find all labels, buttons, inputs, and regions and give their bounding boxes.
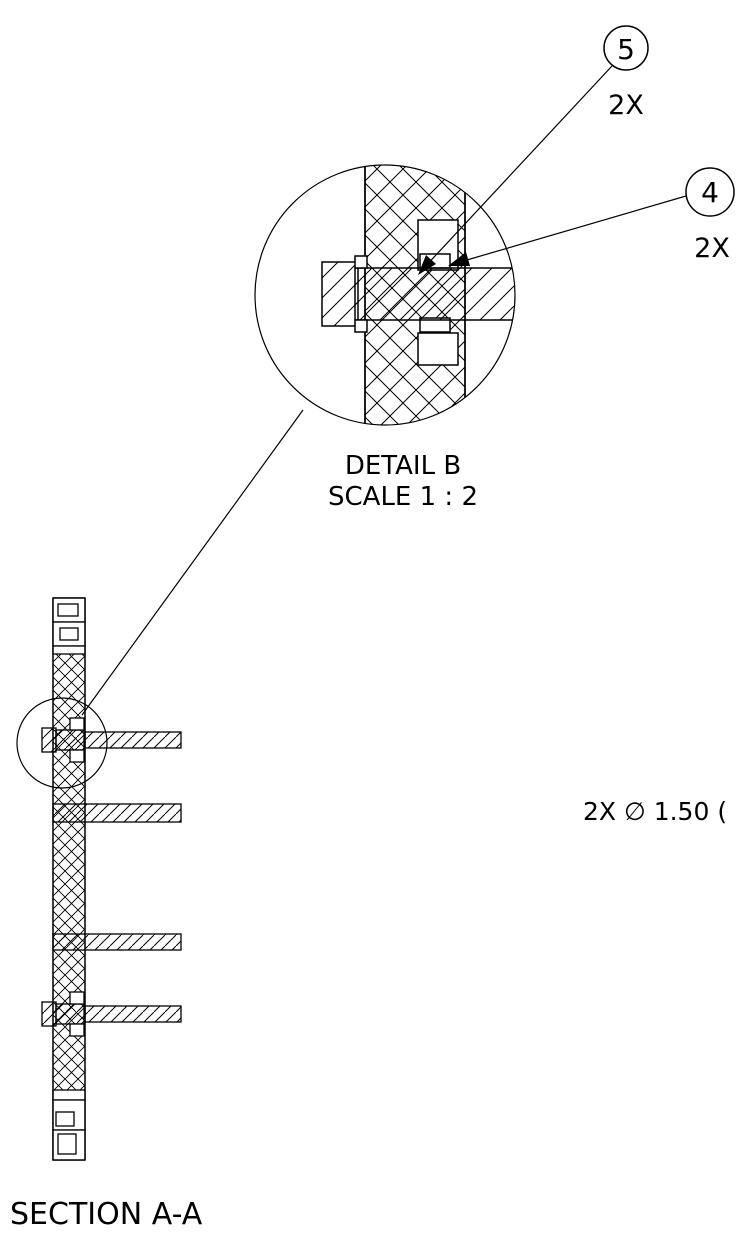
svg-text:4: 4 xyxy=(701,176,719,209)
svg-text:5: 5 xyxy=(617,33,635,66)
svg-text:2X: 2X xyxy=(608,90,644,121)
detail-title: DETAIL B xyxy=(345,451,461,481)
hole-dimension-note: 2X ∅ 1.50 ( xyxy=(583,797,727,826)
svg-text:2X: 2X xyxy=(694,233,730,264)
leader-4 xyxy=(448,195,687,266)
detail-scale: SCALE 1 : 2 xyxy=(328,482,478,512)
balloon-5: 5 2X xyxy=(603,25,649,121)
balloon-4: 4 2X xyxy=(685,167,735,264)
leader-5 xyxy=(418,65,613,275)
detail-connector-line xyxy=(81,409,304,716)
detail-b-callout-circle xyxy=(16,697,108,789)
detail-b-view xyxy=(254,164,516,426)
section-label: SECTION A-A xyxy=(10,1197,203,1232)
section-a-a-view xyxy=(41,597,182,1161)
